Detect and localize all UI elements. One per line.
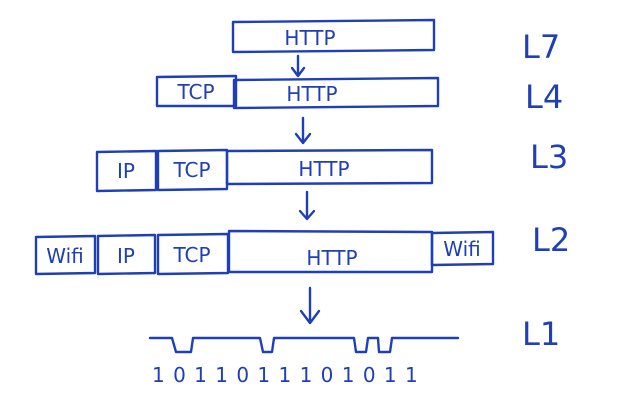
arrow-l2-to-l1	[299, 286, 321, 325]
l2-ip-box	[96, 233, 157, 276]
l3-tcp-label: TCP	[172, 158, 210, 182]
l2-wifi-tail-label: Wifi	[443, 237, 481, 261]
l4-row: TCP HTTP	[155, 74, 440, 110]
l7-row: HTTP	[231, 18, 436, 54]
arrow-l4-to-l3	[294, 116, 312, 145]
l4-tcp-box	[155, 74, 238, 108]
l2-ip-label: IP	[117, 244, 135, 268]
l2-tcp-label: TCP	[172, 243, 210, 267]
arrow-l7-to-l4	[290, 54, 306, 78]
l4-tcp-label: TCP	[176, 80, 214, 104]
l2-row: Wifi IP TCP HTTP Wifi	[34, 229, 495, 276]
l3-http-box	[225, 148, 434, 186]
l2-wifi-head-box	[34, 234, 97, 276]
l3-row: IP TCP HTTP	[95, 148, 434, 193]
l7-http-label: HTTP	[284, 26, 335, 50]
l1-bit-sequence: 1 0 1 1 0 1 1 1 0 1 0 1 1	[152, 363, 419, 387]
l2-wifi-tail-box	[430, 230, 495, 267]
l4-http-label: HTTP	[286, 82, 337, 106]
l2-wifi-head-label: Wifi	[46, 244, 84, 268]
l2-http-label: HTTP	[306, 246, 357, 270]
l3-layer-label: L3	[530, 138, 568, 176]
l2-http-box	[227, 229, 434, 274]
l2-tcp-box	[156, 232, 230, 276]
l3-ip-label: IP	[117, 159, 135, 183]
l4-layer-label: L4	[525, 78, 563, 116]
arrow-l3-to-l2	[298, 190, 316, 221]
l3-ip-box	[95, 149, 158, 193]
l4-http-box	[232, 76, 440, 110]
l1-signal-wave	[148, 336, 460, 354]
l7-layer-label: L7	[522, 28, 560, 66]
l3-http-label: HTTP	[298, 157, 349, 181]
l1-row: 1 0 1 1 0 1 1 1 0 1 0 1 1	[148, 336, 460, 387]
l1-layer-label: L1	[522, 315, 560, 353]
l2-layer-label: L2	[532, 221, 570, 259]
l7-http-box	[231, 18, 436, 54]
l3-tcp-box	[156, 148, 229, 192]
